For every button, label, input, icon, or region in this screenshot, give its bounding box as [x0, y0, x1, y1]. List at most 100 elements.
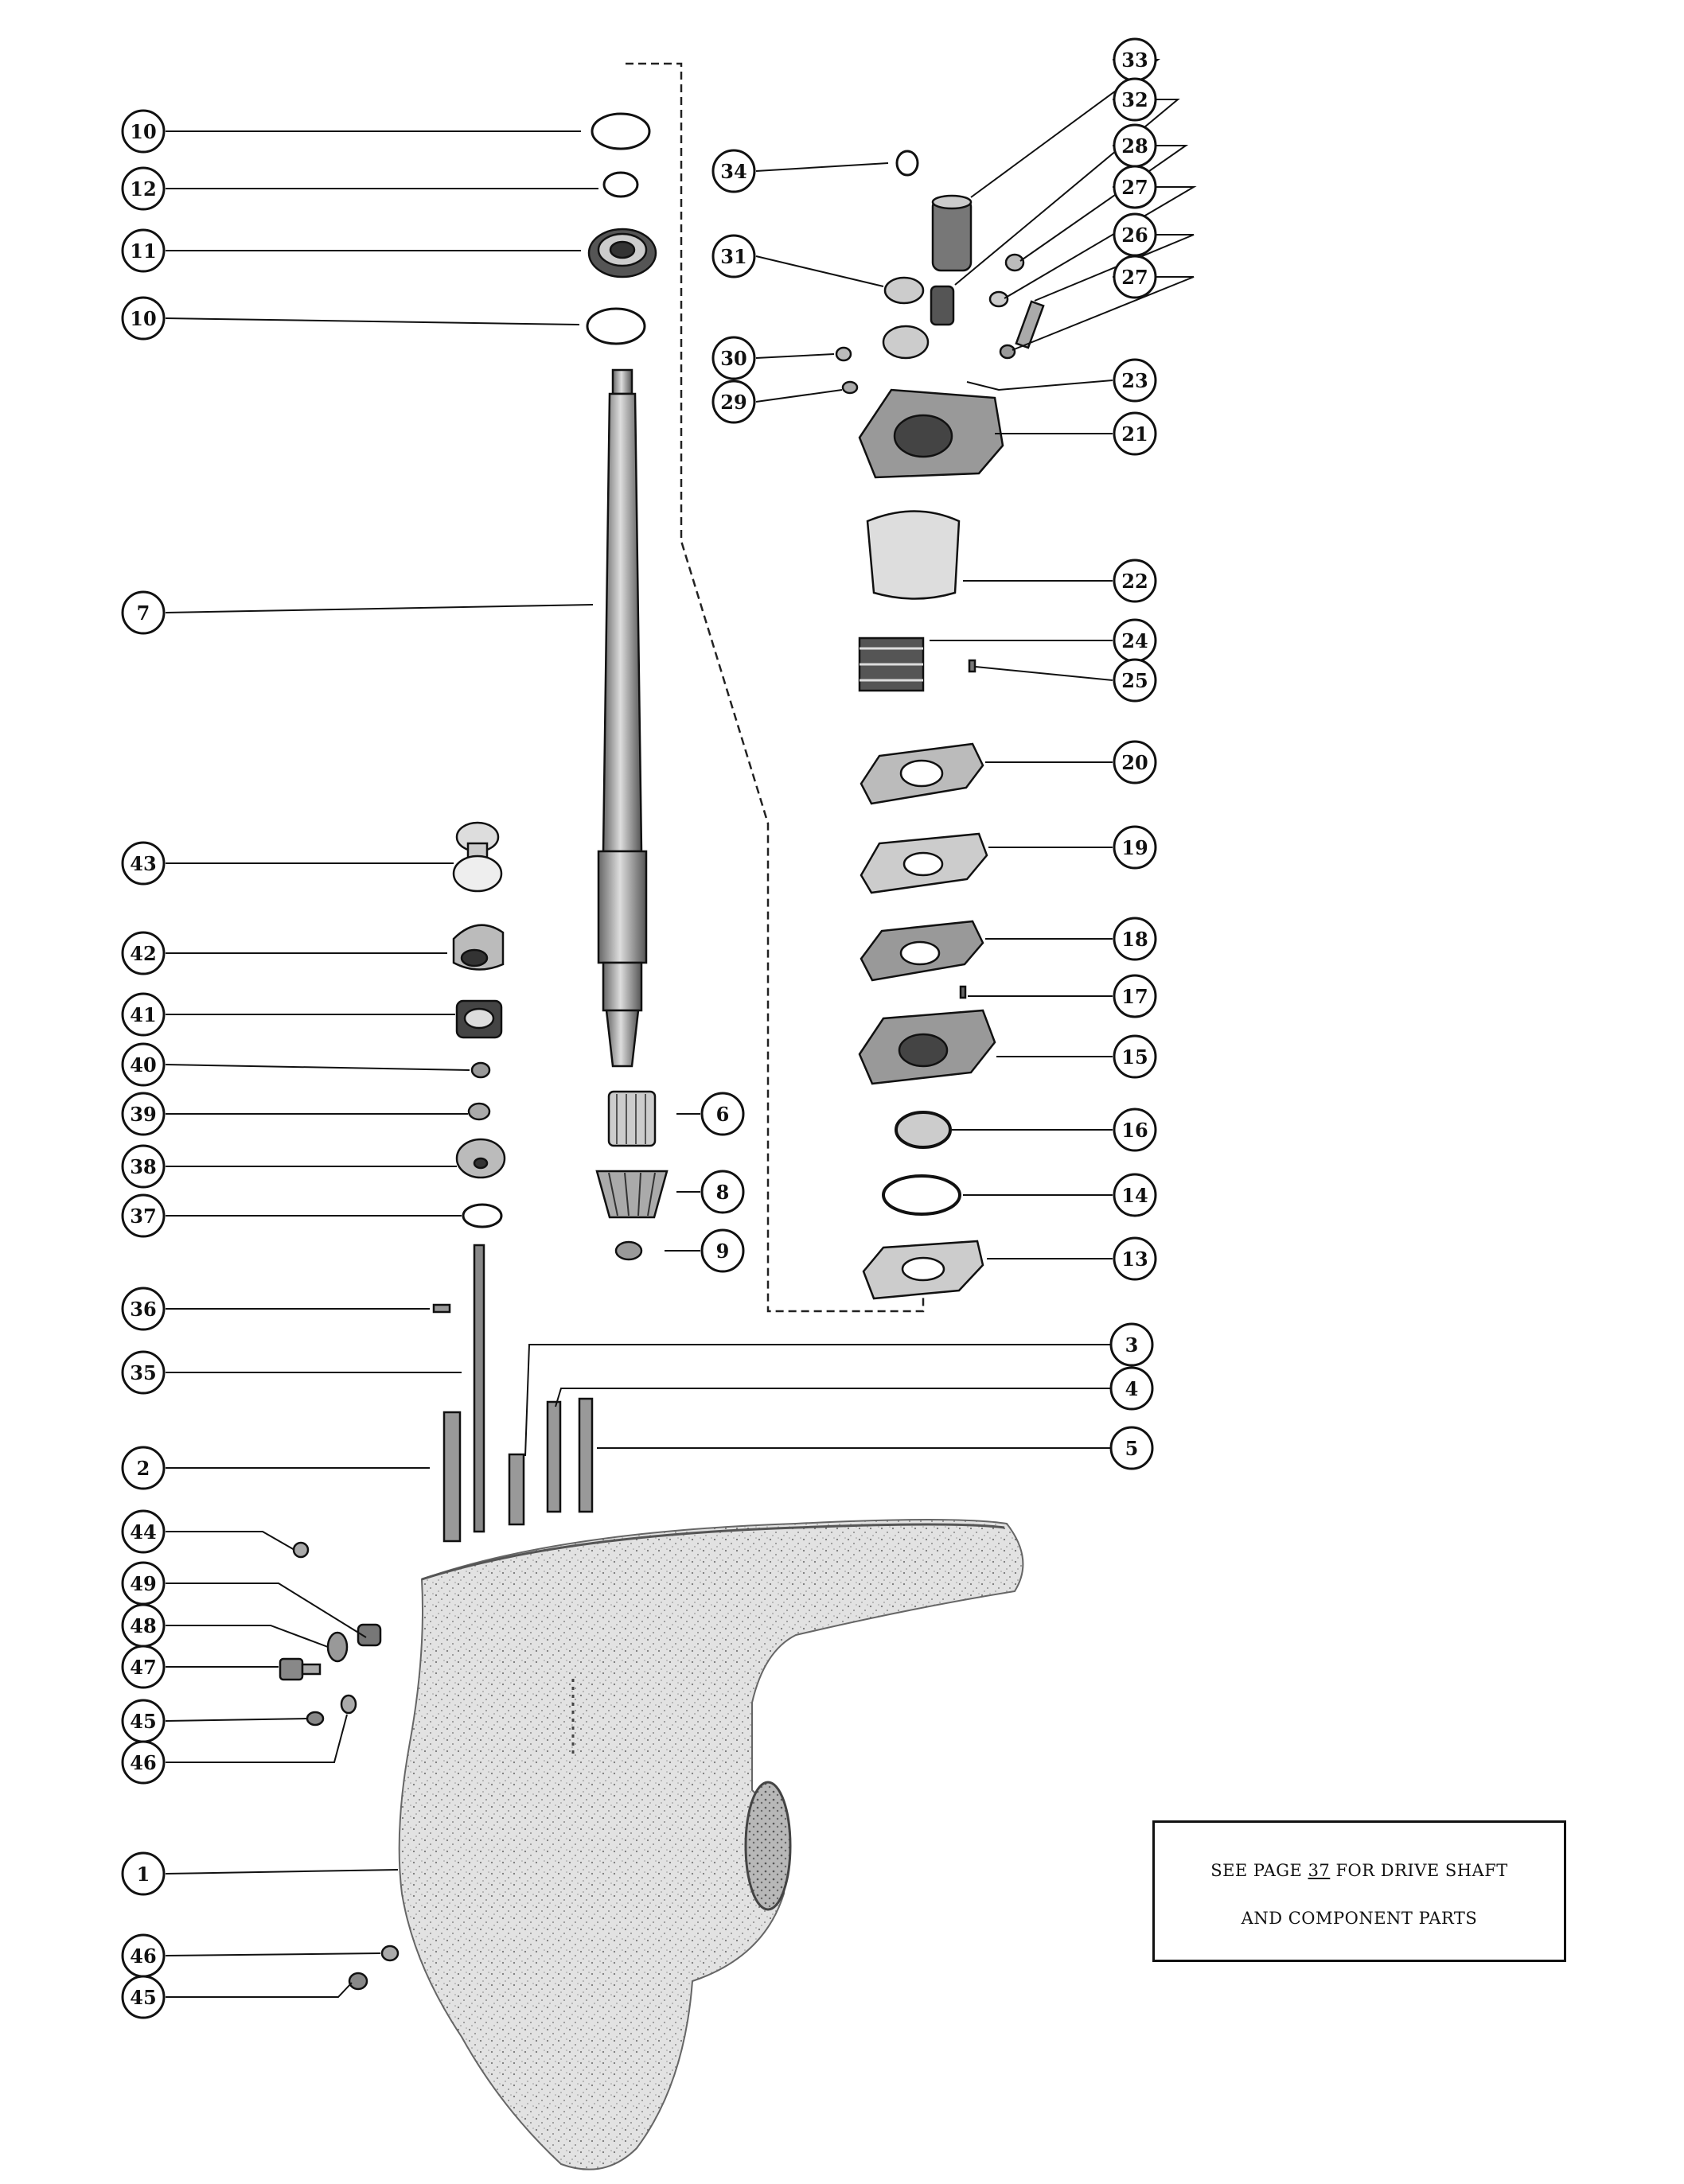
tube-32	[930, 285, 955, 326]
svg-text:32: 32	[1121, 88, 1148, 111]
washer-29	[841, 380, 859, 395]
screw-47	[279, 1657, 322, 1681]
svg-text:6: 6	[716, 1103, 730, 1126]
svg-text:25: 25	[1121, 669, 1148, 692]
callout-8: 8	[700, 1170, 745, 1214]
o-ring-37	[462, 1203, 503, 1228]
svg-text:10: 10	[130, 307, 156, 330]
callout-49: 49	[121, 1561, 166, 1606]
callout-31: 31	[711, 234, 756, 278]
callout-33: 33	[1113, 37, 1157, 82]
callout-28: 28	[1113, 123, 1157, 168]
svg-text:14: 14	[1121, 1184, 1148, 1207]
svg-text:31: 31	[720, 245, 746, 268]
o-ring-upper	[591, 112, 651, 150]
nut-9	[614, 1240, 643, 1261]
callout-16: 16	[1113, 1108, 1157, 1152]
svg-text:33: 33	[1121, 49, 1148, 72]
callout-17: 17	[1113, 974, 1157, 1018]
svg-text:15: 15	[1121, 1045, 1148, 1069]
callout-3: 3	[1109, 1322, 1154, 1367]
svg-text:39: 39	[130, 1103, 156, 1126]
callout-12: 12	[121, 166, 166, 211]
callout-9: 9	[700, 1228, 745, 1273]
svg-text:49: 49	[130, 1572, 156, 1595]
dowel-pin-17	[959, 985, 967, 999]
callout-27-lower: 27	[1113, 255, 1157, 299]
svg-text:43: 43	[130, 852, 156, 875]
screw-30	[835, 346, 852, 362]
needle-bearing-6	[607, 1090, 657, 1147]
callout-markers: 10 12 11 10 7 43 42 41 40 39 38 37 36 35…	[121, 37, 1157, 2019]
washer-27-lower	[999, 344, 1016, 360]
svg-text:34: 34	[720, 160, 746, 183]
callout-1: 1	[121, 1851, 166, 1896]
note-prefix: SEE PAGE	[1210, 1861, 1308, 1880]
svg-text:22: 22	[1121, 570, 1148, 593]
washer-39	[467, 1102, 491, 1121]
svg-text:38: 38	[130, 1155, 156, 1178]
callout-38: 38	[121, 1144, 166, 1189]
reference-note-line-1: SEE PAGE 37 FOR DRIVE SHAFT	[1155, 1861, 1564, 1880]
svg-text:12: 12	[130, 177, 156, 200]
svg-text:45: 45	[130, 1986, 156, 2009]
svg-text:18: 18	[1121, 928, 1148, 951]
callout-30: 30	[711, 336, 756, 380]
svg-text:1: 1	[137, 1863, 150, 1886]
svg-text:47: 47	[130, 1656, 156, 1679]
svg-text:48: 48	[130, 1614, 156, 1637]
svg-text:11: 11	[130, 239, 156, 263]
callout-37: 37	[121, 1193, 166, 1238]
o-ring-34	[895, 150, 919, 177]
callout-48: 48	[121, 1603, 166, 1648]
svg-text:3: 3	[1125, 1333, 1139, 1357]
svg-text:27: 27	[1121, 266, 1148, 289]
pinion-gear-8	[595, 1170, 669, 1219]
callout-13: 13	[1113, 1236, 1157, 1281]
fitting-49	[357, 1623, 382, 1647]
seal-31	[883, 276, 925, 305]
svg-text:4: 4	[1125, 1377, 1139, 1400]
svg-text:29: 29	[720, 391, 746, 414]
callout-10-upper: 10	[121, 109, 166, 154]
reference-note-box: SEE PAGE 37 FOR DRIVE SHAFT AND COMPONEN…	[1152, 1820, 1566, 1962]
svg-text:10: 10	[130, 120, 156, 143]
svg-text:23: 23	[1121, 369, 1148, 392]
water-pump-housing	[858, 388, 1004, 479]
impeller-key	[968, 659, 976, 673]
stud-3	[508, 1453, 525, 1526]
callout-39: 39	[121, 1092, 166, 1136]
svg-text:46: 46	[130, 1751, 156, 1774]
bearing-41	[455, 999, 503, 1039]
callout-29: 29	[711, 380, 756, 424]
callout-10-lower: 10	[121, 296, 166, 341]
callout-26: 26	[1113, 212, 1157, 257]
svg-text:20: 20	[1121, 751, 1148, 774]
upper-bearing	[587, 228, 657, 278]
drive-shaft	[597, 368, 648, 1068]
svg-text:44: 44	[130, 1520, 156, 1544]
note-suffix: FOR DRIVE SHAFT	[1330, 1861, 1508, 1880]
callout-36: 36	[121, 1287, 166, 1331]
washer-27-upper	[988, 290, 1009, 308]
callout-11: 11	[121, 228, 166, 273]
callout-15: 15	[1113, 1034, 1157, 1079]
plug-44	[292, 1541, 310, 1559]
callout-19: 19	[1113, 825, 1157, 870]
svg-text:17: 17	[1121, 985, 1148, 1008]
callout-46-lower: 46	[121, 1933, 166, 1978]
shift-cam-knob	[452, 821, 503, 893]
callout-40: 40	[121, 1042, 166, 1087]
washer-40	[470, 1061, 491, 1079]
callout-27-upper: 27	[1113, 165, 1157, 209]
svg-text:40: 40	[130, 1053, 156, 1076]
callout-18: 18	[1113, 917, 1157, 961]
callout-32: 32	[1113, 77, 1157, 122]
callout-34: 34	[711, 149, 756, 193]
callout-22: 22	[1113, 559, 1157, 603]
o-ring-lower	[586, 307, 646, 345]
gasket-18	[860, 920, 984, 982]
svg-text:42: 42	[130, 942, 156, 965]
callout-46-upper: 46	[121, 1740, 166, 1785]
